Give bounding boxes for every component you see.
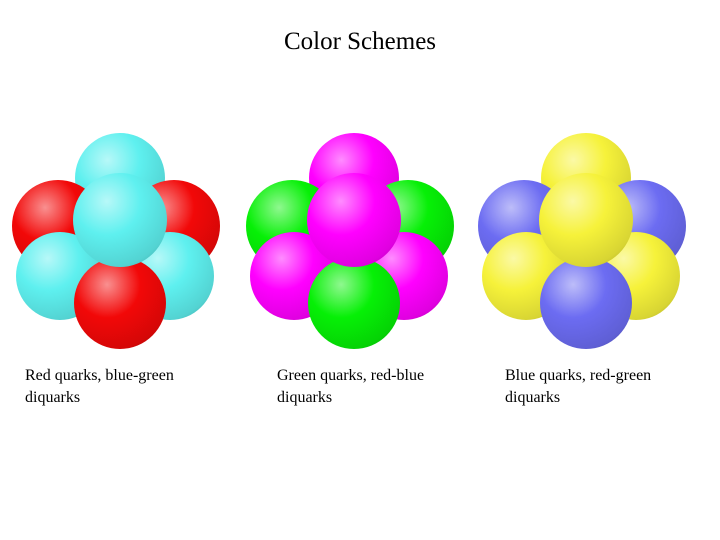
caption-line: Blue quarks, red-green	[505, 367, 652, 384]
page-title: Color Schemes	[283, 28, 437, 55]
caption-blue-scheme: Blue quarks, red-green diquarks	[505, 365, 651, 409]
caption-line: diquarks	[277, 389, 333, 406]
caption-line: Red quarks, blue-green	[25, 367, 174, 384]
caption-line: diquarks	[25, 389, 81, 406]
red-quark-cluster	[10, 128, 240, 368]
green-quark-cluster	[244, 128, 474, 368]
quark-sphere-blue	[540, 257, 632, 349]
diquark-sphere-cyan	[73, 173, 167, 267]
caption-line: diquarks	[505, 389, 561, 406]
blue-quark-cluster	[476, 128, 706, 368]
quark-sphere-red	[74, 257, 166, 349]
quark-sphere-green	[308, 257, 400, 349]
diquark-sphere-yellow	[539, 173, 633, 267]
caption-green-scheme: Green quarks, red-blue diquarks	[277, 365, 424, 409]
caption-line: Green quarks, red-blue	[277, 367, 425, 384]
diquark-sphere-magenta	[307, 173, 401, 267]
caption-red-scheme: Red quarks, blue-green diquarks	[25, 365, 174, 409]
